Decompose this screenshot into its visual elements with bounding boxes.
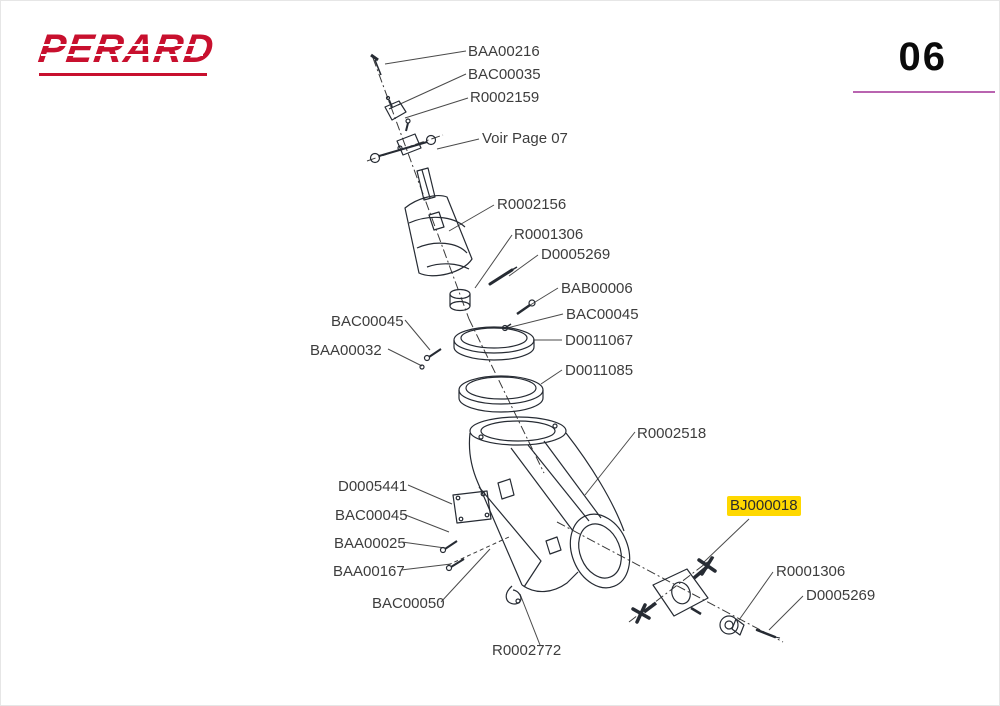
- part-top-bolt: [370, 53, 382, 76]
- logo-stripe: [41, 44, 203, 46]
- part-label-baa00032: BAA00032: [310, 342, 382, 359]
- part-label-r0002518: R0002518: [637, 425, 707, 442]
- part-coupling: [719, 615, 745, 636]
- part-screw-2: [445, 558, 465, 572]
- part-screw-1: [439, 540, 458, 554]
- page-number: 06: [898, 35, 947, 79]
- part-label-bac00035: BAC00035: [468, 66, 541, 83]
- part-label-baa00216: BAA00216: [468, 43, 540, 60]
- perard-logo: PERARD: [36, 27, 217, 76]
- page-number-underline: [853, 91, 995, 93]
- part-housing: [468, 416, 631, 593]
- part-label-bac00050: BAC00050: [372, 595, 445, 612]
- part-label-d0005441: D0005441: [338, 478, 408, 495]
- part-bushing: [449, 288, 471, 312]
- logo-underline: [39, 73, 207, 76]
- part-label-d0005269-lower: D0005269: [806, 587, 876, 604]
- part-pin-upper: [488, 266, 518, 286]
- part-cap: [384, 95, 407, 121]
- part-label-bac00045-lower: BAC00045: [335, 507, 408, 524]
- part-label-baa00025: BAA00025: [334, 535, 406, 552]
- logo-stripe: [41, 54, 203, 56]
- part-label-bj000018: BJ000018: [727, 496, 801, 516]
- part-label-d0005269: D0005269: [541, 246, 611, 263]
- part-label-bac00045-right: BAC00045: [566, 306, 639, 323]
- part-pin-lower: [755, 628, 781, 639]
- part-auger: [404, 167, 473, 277]
- part-gearbox: [631, 556, 717, 624]
- part-label-bac00045-left: BAC00045: [331, 313, 404, 330]
- part-bolt-left: [419, 348, 442, 370]
- part-label-r0002156: R0002156: [497, 196, 567, 213]
- part-ring-upper: [453, 326, 535, 361]
- part-label-r0002772: R0002772: [492, 642, 562, 659]
- part-label-r0001306: R0001306: [514, 226, 584, 243]
- part-linkage: [369, 118, 437, 164]
- part-label-r0001306-lower: R0001306: [776, 563, 846, 580]
- part-shapes: [369, 53, 781, 639]
- leader-lines: [384, 50, 804, 646]
- part-ring-lower: [458, 375, 544, 413]
- part-label-voir-page-07: Voir Page 07: [482, 130, 568, 147]
- part-label-d0011085: D0011085: [565, 362, 634, 379]
- part-plate: [452, 490, 492, 524]
- part-bolt-bab: [516, 299, 536, 316]
- part-label-d0011067: D0011067: [565, 332, 634, 349]
- part-label-r0002159: R0002159: [470, 89, 540, 106]
- part-label-baa00167: BAA00167: [333, 563, 405, 580]
- part-hose: [505, 585, 522, 605]
- part-label-bab00006: BAB00006: [561, 280, 633, 297]
